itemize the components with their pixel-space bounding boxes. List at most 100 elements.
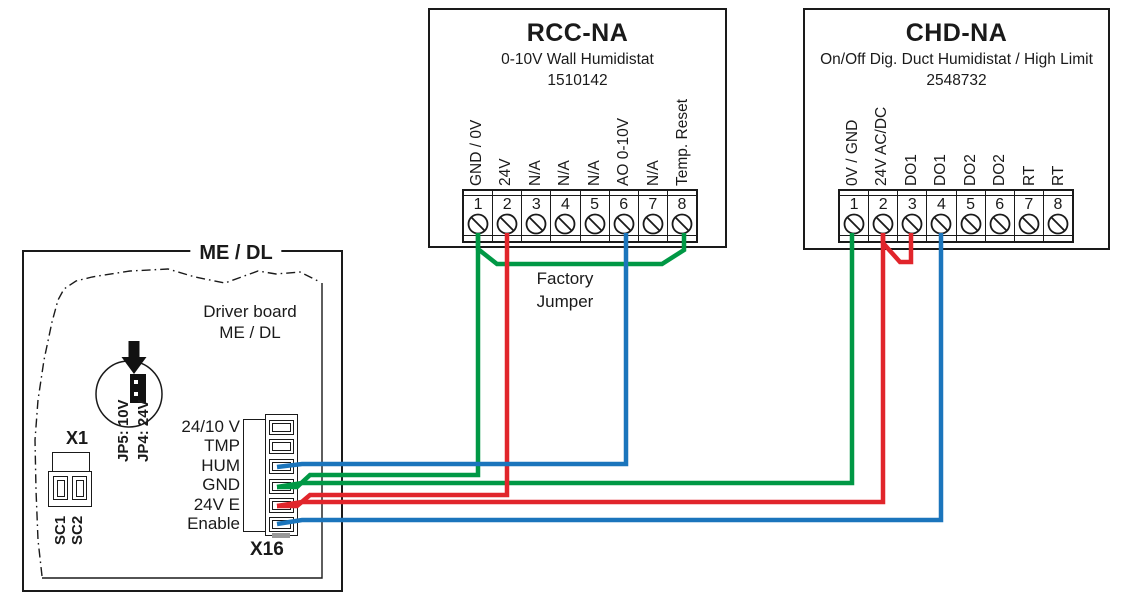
terminal-cell: 4 [926,191,955,241]
x1-pin-label-sc2: SC2 [69,515,86,545]
terminal-number: 3 [907,196,917,213]
x1-terminal [53,476,68,500]
terminal-number: 8 [1053,196,1063,213]
terminal-cell: 5 [955,191,985,241]
screw-terminal-icon [642,213,664,235]
terminal-cell: 1 [464,191,492,241]
jumper-pin-dot [134,380,138,384]
x16-tab [272,533,290,538]
x16-housing [243,419,267,532]
x16-pin-label: Enable [187,514,240,534]
chd-title: CHD-NA [905,19,1008,47]
driver-board-caption: Driver board ME / DL [175,301,325,343]
screw-terminal-icon [467,213,489,235]
screw-terminal-icon [960,213,981,235]
terminal-label: AO 0-10V [615,117,633,186]
terminal-number: 3 [531,196,541,213]
strip-inner-line [464,195,696,197]
chd-part-number: 2548732 [926,72,987,89]
terminal-label: DO2 [991,154,1009,186]
terminal-number: 4 [560,196,570,213]
strip-inner-line [840,235,1072,237]
screw-terminal-icon [525,213,547,235]
terminal-label: N/A [526,160,544,186]
x1-label: X1 [66,428,89,448]
x16-pin [269,517,294,532]
driver-board-caption-line2: ME / DL [219,323,281,342]
terminal-label: N/A [585,160,603,186]
terminal-number: 6 [995,196,1005,213]
terminal-cell: 6 [984,191,1014,241]
x16-pin-label: TMP [204,436,240,456]
terminal-cell: 3 [897,191,926,241]
terminal-label: DO2 [961,154,979,186]
screw-terminal-icon [671,213,693,235]
chd-terminal-strip: 1 2 3 4 5 6 7 8 [838,189,1074,243]
terminal-number: 5 [966,196,976,213]
x16-pin [269,459,294,474]
terminal-cell: 6 [608,191,638,241]
terminal-label: DO1 [932,154,950,186]
strip-inner-line [840,195,1072,197]
terminal-cell: 2 [492,191,521,241]
screw-terminal-icon [1018,213,1040,235]
terminal-label: N/A [556,160,574,186]
factory-jumper-line2: Jumper [536,292,594,311]
terminal-number: 8 [677,196,687,213]
me-dl-box-label: ME / DL [190,242,282,265]
terminal-cell: 5 [579,191,609,241]
x16-label: X16 [250,539,284,560]
terminal-number: 4 [936,196,946,213]
screw-terminal-icon [496,213,518,235]
factory-jumper-annotation: Factory Jumper [505,267,625,313]
rcc-title: RCC-NA [526,19,629,47]
terminal-cell: 7 [637,191,667,241]
x1-pin-labels: SC1 SC2 [52,516,86,545]
terminal-number: 1 [473,196,483,213]
jumper-pin-dot [134,392,138,396]
screw-terminal-icon [1047,213,1069,235]
terminal-cell: 8 [666,191,696,241]
screw-terminal-icon [584,213,605,235]
terminal-label: Temp. Reset [674,98,692,186]
terminal-label: N/A [644,160,662,186]
screw-terminal-icon [872,213,894,235]
x1-terminal [72,476,87,500]
terminal-label: GND / 0V [467,119,485,186]
terminal-cell: 3 [521,191,550,241]
terminal-number: 7 [648,196,658,213]
screw-terminal-icon [555,213,576,235]
screw-terminal-icon [989,213,1011,235]
strip-inner-line [464,235,696,237]
terminal-cell: 8 [1042,191,1072,241]
terminal-cell: 1 [840,191,868,241]
terminal-label: 0V / GND [843,119,861,186]
terminal-number: 7 [1024,196,1034,213]
terminal-number: 2 [878,196,888,213]
x1-plug-top [52,452,90,473]
x16-pin [269,498,294,513]
screw-terminal-icon [901,213,923,235]
screw-terminal-icon [613,213,635,235]
terminal-cell: 2 [868,191,897,241]
terminal-cell: 7 [1013,191,1043,241]
x16-pin-label: GND [202,475,240,495]
screw-terminal-icon [931,213,952,235]
terminal-number: 1 [849,196,859,213]
terminal-number: 2 [502,196,512,213]
x16-pin [269,419,294,435]
terminal-label: 24V [497,158,515,186]
x16-pin [269,479,294,494]
x16-pin-label: 24V E [193,494,240,514]
terminal-label: RT [1050,165,1068,186]
chd-subtitle: On/Off Dig. Duct Humidistat / High Limit [820,51,1093,68]
x16-pin [269,439,294,454]
driver-board-caption-line1: Driver board [203,302,297,321]
factory-jumper-line1: Factory [536,269,594,288]
x16-pin-label: 24/10 V [181,417,240,436]
terminal-cell: 4 [550,191,579,241]
x16-pin-labels: 24/10 V TMP HUM GND 24V E Enable [120,417,240,533]
terminal-number: 6 [619,196,629,213]
